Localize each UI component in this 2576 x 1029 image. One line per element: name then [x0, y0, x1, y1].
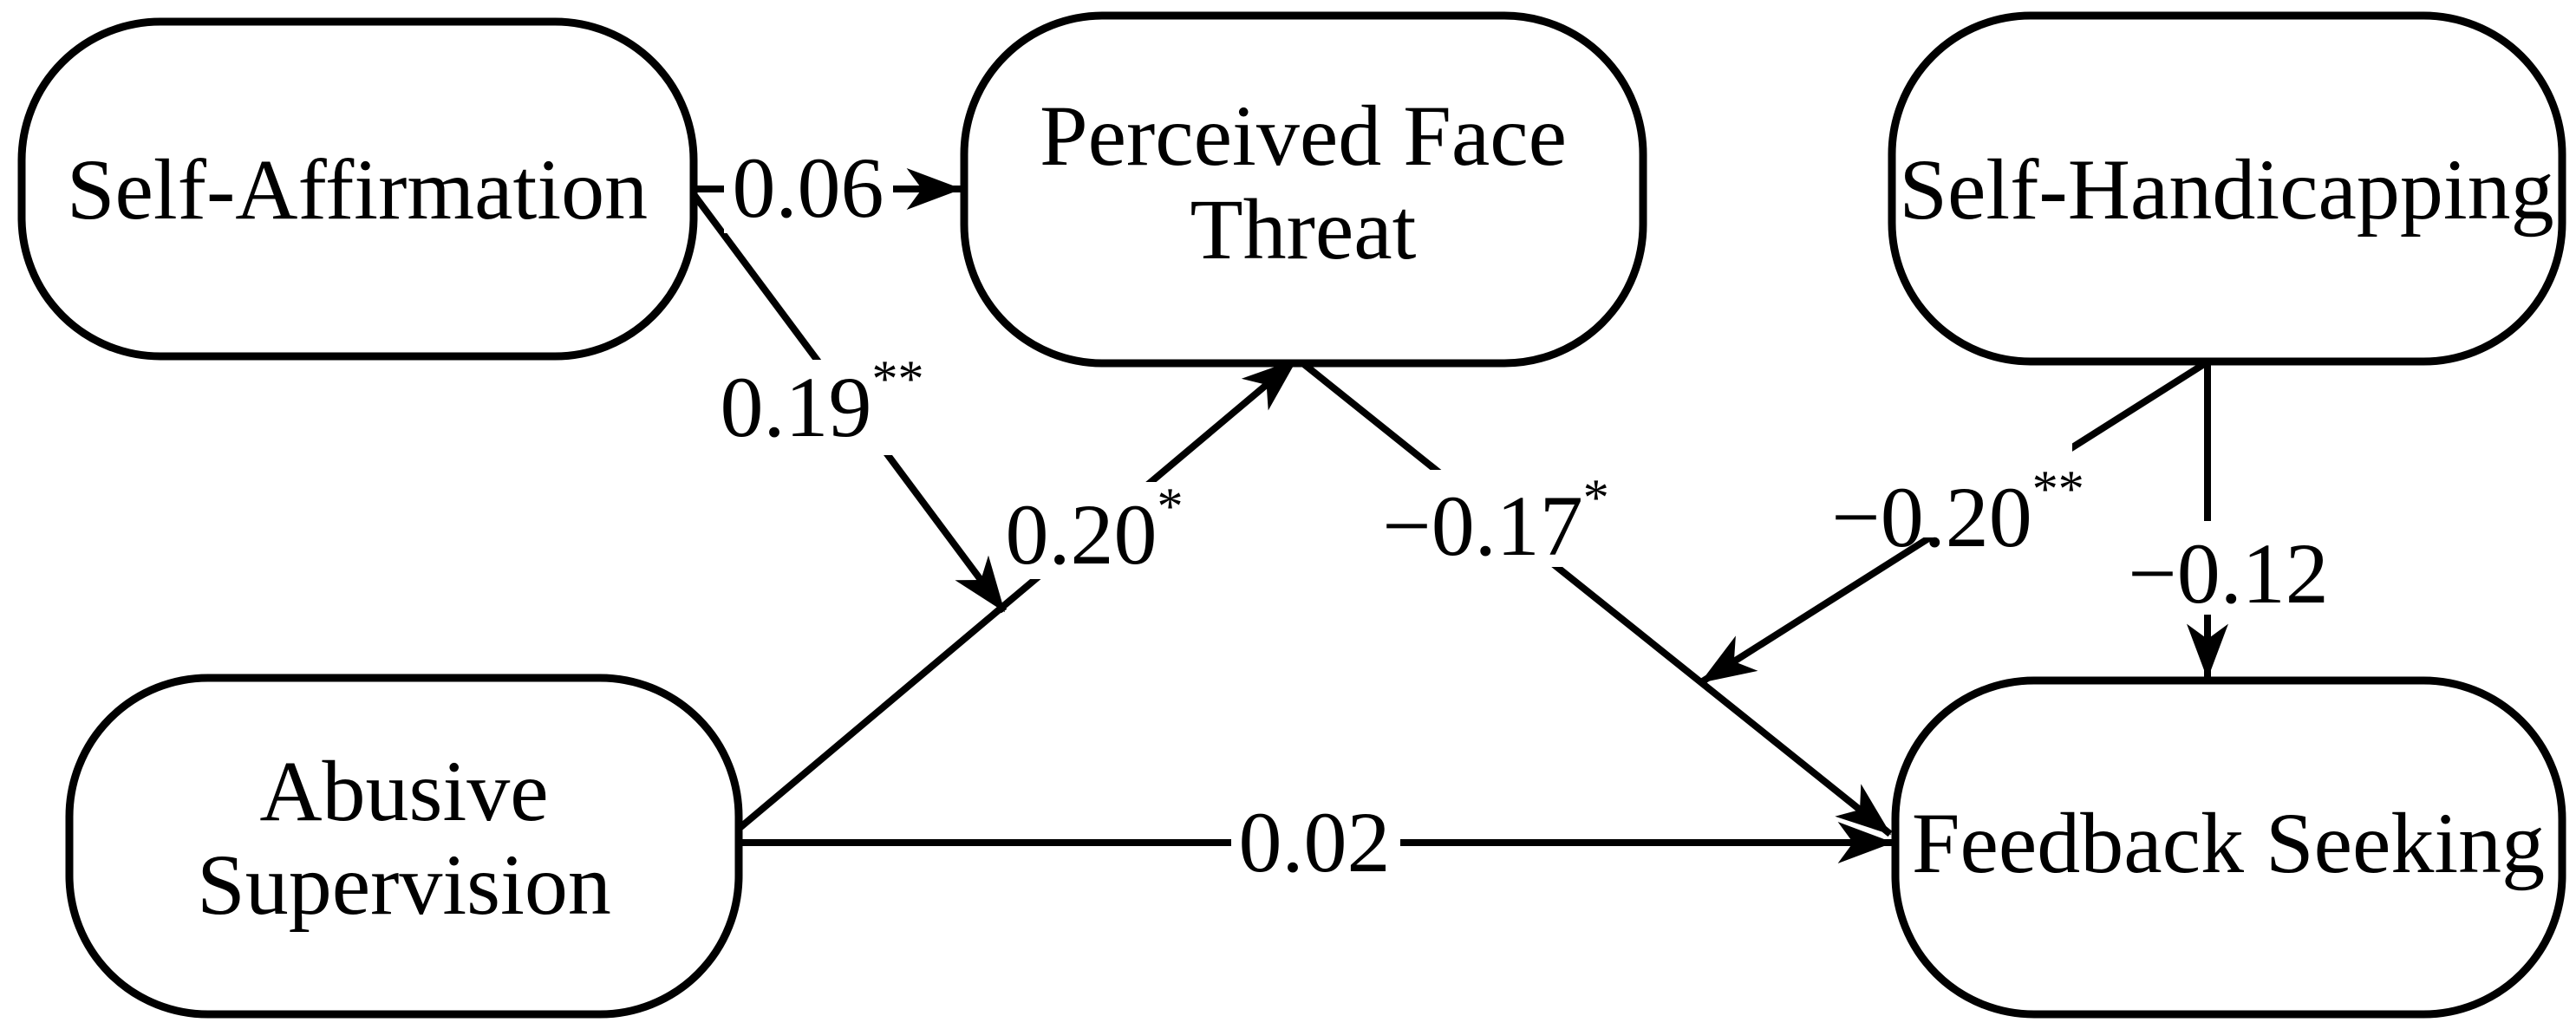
label-bg-0.20	[1004, 482, 1190, 579]
coefficient-moderation-sa: 0.19**	[721, 350, 924, 455]
edge-abusive-supervision-to-perceived-face-threat	[736, 356, 1299, 832]
node-label-line2: Threat	[1190, 181, 1417, 277]
node-label-line1: Abusive	[259, 743, 548, 839]
node-self-handicapping: Self-Handicapping	[1888, 11, 2566, 366]
node-perceived-face-threat: Perceived Face Threat	[960, 11, 1647, 368]
coefficient-sh-fs: −0.12	[2128, 525, 2328, 622]
coefficient-value: 0.19	[721, 359, 872, 455]
coefficient-moderation-sh: −0.20**	[1831, 460, 2084, 565]
node-feedback-seeking: Feedback Seeking	[1891, 676, 2566, 1019]
nodes: Self-Affirmation Perceived Face Threat S…	[17, 11, 2566, 1019]
coefficient-value: 0.06	[733, 140, 884, 236]
label-bg-0.06	[724, 141, 893, 233]
significance-stars: *	[1583, 469, 1609, 526]
node-label: Self-Handicapping	[1899, 141, 2553, 238]
coefficient-value: 0.20	[1006, 486, 1158, 583]
node-box	[17, 17, 698, 361]
label-bg-neg0.17	[1390, 470, 1602, 567]
significance-stars: **	[2032, 460, 2084, 518]
coefficient-value: 0.02	[1239, 794, 1391, 890]
coefficient-value: −0.17	[1382, 478, 1582, 574]
node-abusive-supervision: Abusive Supervision	[65, 674, 743, 1019]
significance-stars: *	[1158, 478, 1184, 535]
edge-labels: 0.06 0.19** 0.20* −0.17* −0.20** −0.12 0…	[721, 140, 2336, 890]
coefficient-as-pft: 0.20*	[1006, 478, 1184, 583]
coefficient-as-fs: 0.02	[1239, 794, 1391, 890]
node-box	[65, 674, 743, 1019]
significance-stars: **	[872, 350, 924, 407]
coefficient-value: −0.12	[2128, 525, 2328, 622]
node-label-line1: Perceived Face	[1040, 88, 1567, 184]
node-label: Feedback Seeking	[1912, 795, 2545, 891]
label-bg-0.19	[728, 360, 915, 455]
node-label-line2: Supervision	[197, 837, 611, 933]
coefficient-value: −0.20	[1831, 469, 2031, 565]
node-box	[960, 11, 1647, 368]
edge-perceived-face-threat-to-feedback-seeking	[1294, 355, 1893, 837]
label-bg-neg0.20	[1845, 440, 2072, 537]
coefficient-sa-pft: 0.06	[733, 140, 884, 236]
node-self-affirmation: Self-Affirmation	[17, 17, 698, 361]
label-bg-neg0.12	[2121, 521, 2336, 615]
node-box	[1888, 11, 2566, 366]
coefficient-pft-fs: −0.17*	[1382, 469, 1608, 574]
label-bg-0.02	[1231, 796, 1400, 888]
node-label: Self-Affirmation	[67, 141, 648, 238]
node-box	[1891, 676, 2566, 1019]
